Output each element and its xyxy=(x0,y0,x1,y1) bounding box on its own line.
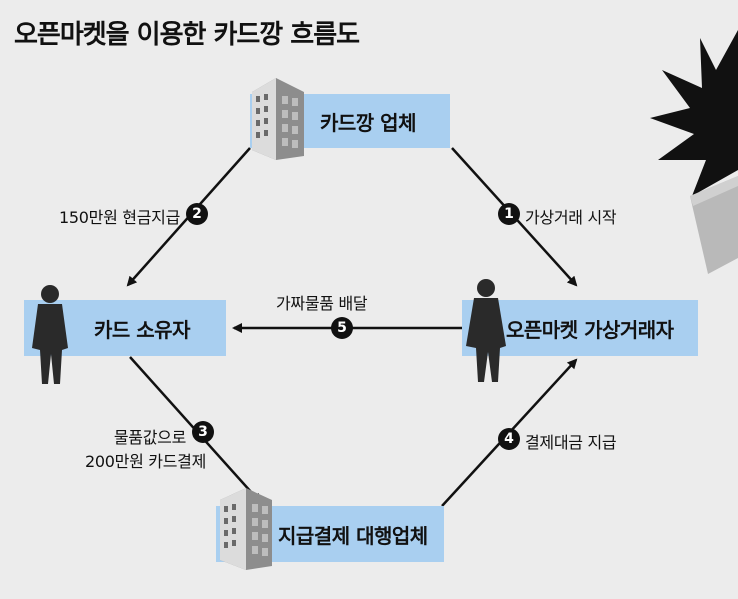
step-3-label-line2: 200만원 카드결제 xyxy=(85,452,206,471)
node-payment-agency-label: 지급결제 대행업체 xyxy=(278,523,428,548)
diagram-title: 오픈마켓을 이용한 카드깡 흐름도 xyxy=(14,20,360,50)
step-4-badge: 4 xyxy=(498,428,520,450)
credit-card-icon xyxy=(690,176,738,274)
step-2-label: 150만원 현금지급 xyxy=(59,208,180,227)
step-5-label: 가짜물품 배달 xyxy=(276,294,368,313)
step-1-badge: 1 xyxy=(498,203,520,225)
step-4-label: 결제대금 지급 xyxy=(525,433,617,452)
step-5-badge: 5 xyxy=(331,317,353,339)
office-building-icon xyxy=(220,488,272,570)
person-silhouette-icon xyxy=(466,279,506,382)
node-card-kkang-label: 카드깡 업체 xyxy=(320,110,416,135)
step-2-badge: 2 xyxy=(186,203,208,225)
node-card-owner-label: 카드 소유자 xyxy=(94,317,190,342)
burst-icon xyxy=(650,30,738,196)
person-silhouette-icon xyxy=(32,285,68,384)
office-building-icon xyxy=(252,78,304,160)
step-3-label-line1: 물품값으로 xyxy=(113,428,186,447)
step-1-label: 가상거래 시작 xyxy=(525,208,617,227)
step-3-badge: 3 xyxy=(192,421,214,443)
node-open-market-label: 오픈마켓 가상거래자 xyxy=(506,317,674,342)
